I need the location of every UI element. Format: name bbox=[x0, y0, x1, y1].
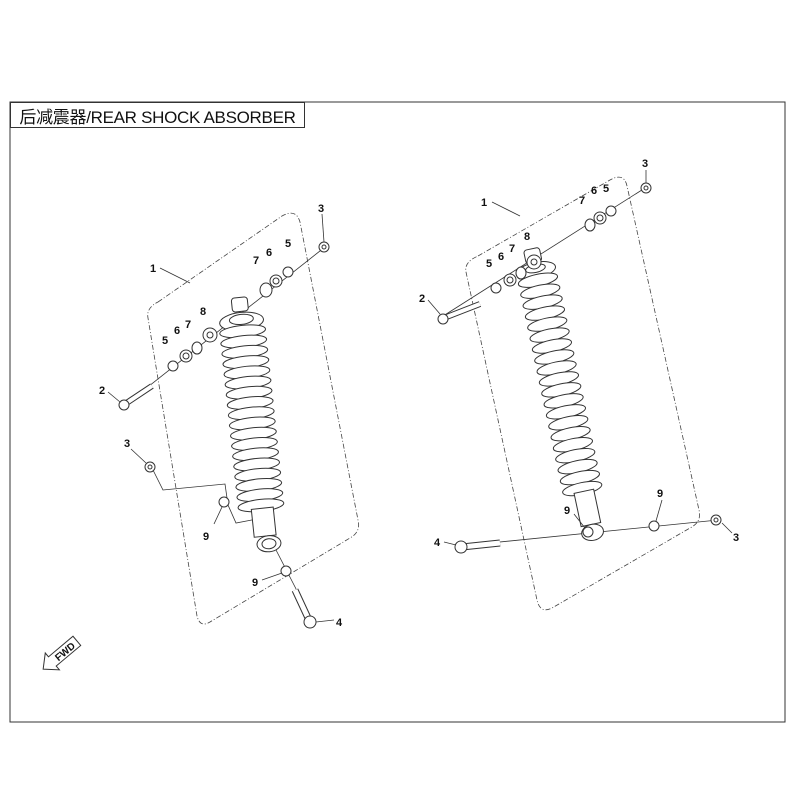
bushing-5 bbox=[282, 266, 294, 278]
bushing-5 bbox=[490, 282, 502, 294]
callout-7: 7 bbox=[185, 319, 191, 331]
callout-2: 2 bbox=[419, 293, 425, 305]
bushing-9 bbox=[280, 565, 292, 577]
drawing-frame bbox=[9, 101, 786, 723]
right-shock-absorber bbox=[515, 247, 604, 542]
bushing-9 bbox=[582, 526, 594, 538]
callout-6: 6 bbox=[498, 251, 504, 263]
callout-6: 6 bbox=[266, 247, 272, 259]
ring-7 bbox=[584, 218, 596, 232]
callout-6: 6 bbox=[591, 185, 597, 197]
callout-1: 1 bbox=[150, 263, 156, 275]
callout-2: 2 bbox=[99, 385, 105, 397]
callout-7: 7 bbox=[253, 255, 259, 267]
callout-9: 9 bbox=[203, 531, 209, 543]
lower-leader bbox=[151, 467, 263, 524]
assembly-outline bbox=[465, 176, 700, 611]
callout-5: 5 bbox=[162, 335, 168, 347]
callout-4: 4 bbox=[336, 617, 343, 629]
bushing-9 bbox=[218, 496, 230, 508]
callout-9: 9 bbox=[564, 505, 570, 517]
ring-7 bbox=[515, 266, 527, 280]
callout-4: 4 bbox=[434, 537, 441, 549]
bushing-5 bbox=[605, 205, 617, 217]
callout-5: 5 bbox=[603, 183, 609, 195]
callout-3: 3 bbox=[733, 532, 739, 544]
callout-3: 3 bbox=[642, 158, 648, 170]
bushing-9 bbox=[648, 520, 660, 532]
ring-7 bbox=[191, 341, 203, 355]
callout-8: 8 bbox=[200, 306, 206, 318]
bushing-5 bbox=[167, 360, 179, 372]
ring-7 bbox=[259, 282, 273, 298]
bolt-4 bbox=[454, 539, 501, 554]
bolt-4 bbox=[291, 588, 317, 629]
callout-8: 8 bbox=[524, 231, 530, 243]
callout-9: 9 bbox=[657, 488, 663, 500]
callout-1: 1 bbox=[481, 197, 487, 209]
callout-5: 5 bbox=[285, 238, 291, 250]
callout-3: 3 bbox=[318, 203, 324, 215]
callout-6: 6 bbox=[174, 325, 180, 337]
callout-9: 9 bbox=[252, 577, 258, 589]
callout-5: 5 bbox=[486, 258, 492, 270]
right-shock-assembly: 1 2 3 3 4 5 6 7 8 7 6 5 9 9 bbox=[419, 158, 739, 611]
bolt-2 bbox=[118, 383, 154, 411]
bolt-2 bbox=[437, 301, 482, 325]
fwd-arrow-icon: FWD bbox=[42, 635, 82, 671]
left-shock-assembly: 1 2 3 3 4 5 6 7 8 5 6 7 9 9 bbox=[99, 203, 360, 629]
callout-7: 7 bbox=[509, 243, 515, 255]
callout-7: 7 bbox=[579, 195, 585, 207]
left-shock-absorber bbox=[219, 296, 285, 553]
page-title: 后减震器/REAR SHOCK ABSORBER bbox=[10, 102, 305, 128]
callout-3: 3 bbox=[124, 438, 130, 450]
